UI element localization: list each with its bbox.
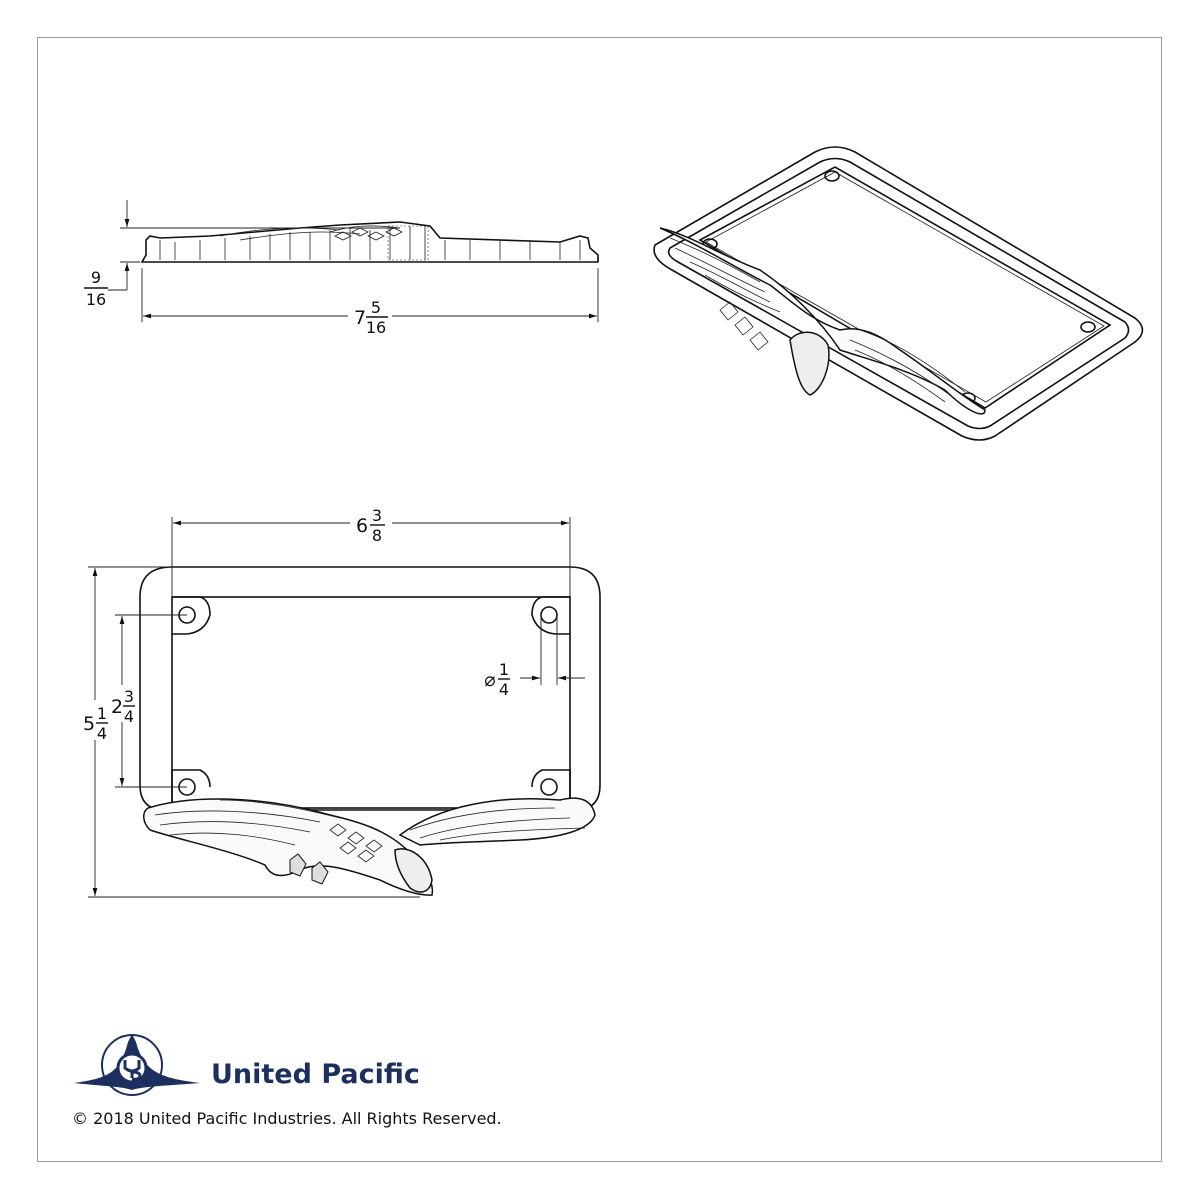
dim-whole: 2 (111, 696, 123, 718)
diameter-symbol: ⌀ (484, 669, 495, 691)
brand-name: United Pacific (211, 1059, 420, 1090)
dim-denominator: 4 (499, 680, 509, 699)
dim-denominator: 16 (86, 290, 106, 309)
dim-numerator: 1 (97, 704, 107, 723)
eagle-ornament-iso (659, 227, 986, 415)
eagle-ornament-front (143, 797, 596, 896)
dim-hole-spacing-height: 2 3 4 (111, 687, 135, 726)
dim-whole: 7 (354, 307, 366, 329)
dim-numerator: 3 (372, 506, 382, 525)
mounting-holes (171, 596, 571, 808)
front-view: 6 3 8 5 1 4 2 3 4 ⌀ (83, 506, 601, 898)
copyright-notice: © 2018 United Pacific Industries. All Ri… (72, 1109, 502, 1128)
dim-denominator: 16 (366, 318, 386, 337)
dim-numerator: 3 (124, 687, 134, 706)
dim-denominator: 8 (372, 526, 382, 545)
dim-numerator: 5 (371, 298, 381, 317)
dim-hole-diameter: ⌀ 1 4 (484, 660, 510, 699)
dim-whole: 5 (83, 713, 95, 735)
dim-numerator: 1 (499, 660, 509, 679)
dim-side-height: 9 16 (84, 268, 108, 309)
drawing-border (37, 37, 1162, 1162)
dim-side-length: 7 5 16 (354, 298, 388, 337)
dim-hole-spacing-width: 6 3 8 (356, 506, 385, 545)
united-pacific-logo: United Pacific (74, 1034, 420, 1096)
dim-whole: 6 (356, 515, 368, 537)
isometric-view (653, 146, 1144, 441)
side-view: 9 16 7 5 16 (84, 200, 599, 337)
dim-denominator: 4 (97, 724, 107, 743)
dim-overall-height: 5 1 4 (83, 704, 108, 743)
dim-numerator: 9 (91, 268, 101, 287)
dim-denominator: 4 (124, 707, 134, 726)
